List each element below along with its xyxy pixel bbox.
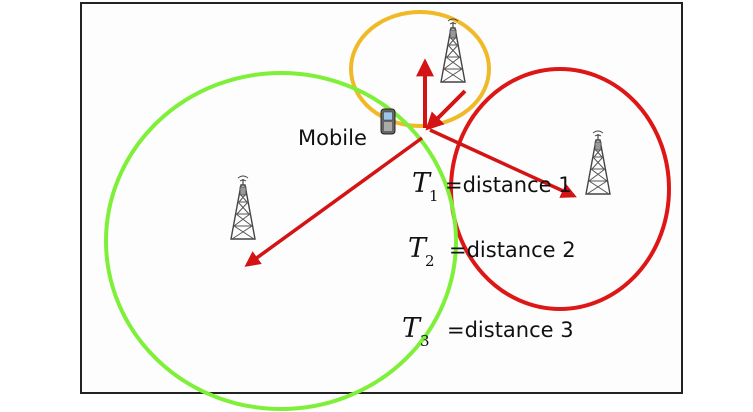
equation-3: T 3 =distance 3: [402, 313, 574, 350]
distance-arrow-to-green-tower: [244, 136, 424, 267]
green-range-circle: [104, 71, 458, 411]
cell-tower-icon: [585, 130, 611, 195]
yellow-range-circle: [349, 10, 491, 128]
equation-1: T 1 =distance 1: [412, 168, 572, 205]
cell-tower-icon: [230, 175, 256, 240]
distance-arrow-to-red-tower: [429, 128, 577, 198]
equation-text: =distance 2: [449, 238, 576, 262]
equation-symbol: T: [412, 168, 432, 199]
diagram-frame: [80, 2, 683, 394]
phone-icon: [380, 108, 396, 135]
equation-symbol: T: [408, 233, 428, 264]
mobile-label: Mobile: [298, 126, 367, 150]
equation-symbol: T: [402, 313, 422, 344]
equation-text: =distance 1: [445, 173, 572, 197]
equation-subscript: 2: [425, 252, 435, 270]
equation-2: T 2 =distance 2: [408, 233, 576, 270]
distance-arrow-to-yellow-tower: [425, 89, 467, 131]
red-range-circle: [449, 67, 671, 311]
equation-subscript: 1: [429, 187, 439, 205]
equation-text: =distance 3: [447, 318, 574, 342]
equation-subscript: 3: [420, 332, 430, 350]
cell-tower-icon: [440, 18, 466, 83]
